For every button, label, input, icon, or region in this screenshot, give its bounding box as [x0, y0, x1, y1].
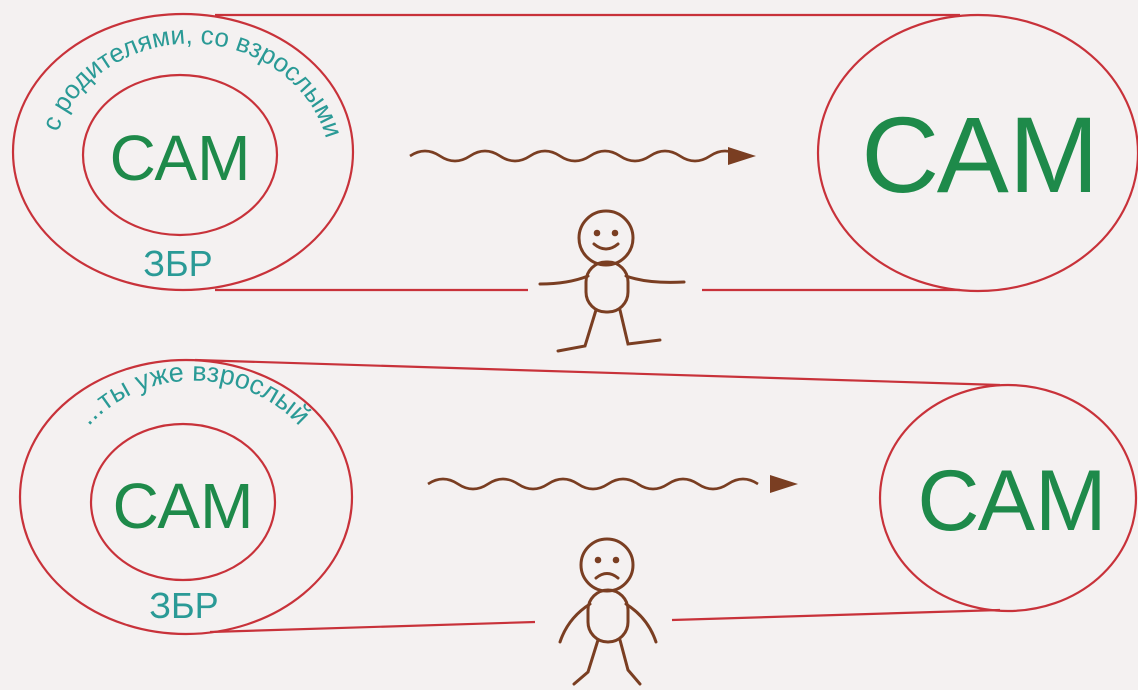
bottom-target-sam-label: САМ: [917, 453, 1106, 549]
bottom-connector-upper: [195, 360, 1000, 385]
bottom-panel: САМ ЗБР ...ты уже взрослый САМ: [20, 356, 1136, 684]
top-inner-sam-label: САМ: [110, 122, 251, 194]
wavy-arrow-icon: [410, 147, 756, 165]
top-target-sam-label: САМ: [861, 94, 1099, 215]
bottom-connector-lower-left: [210, 622, 535, 632]
bottom-zbr-label: ЗБР: [149, 585, 218, 626]
bottom-arc-caption: ...ты уже взрослый: [71, 356, 316, 430]
happy-stick-figure-icon: [540, 211, 684, 351]
top-zbr-label: ЗБР: [143, 243, 212, 284]
top-panel: САМ ЗБР с родителями, со взрослыми САМ: [13, 14, 1138, 351]
bottom-arc-caption-text: ...ты уже взрослый: [71, 356, 316, 430]
wavy-arrow-icon: [428, 475, 798, 493]
bottom-connector-lower-right: [672, 610, 1000, 620]
bottom-inner-sam-label: САМ: [113, 470, 254, 542]
sad-stick-figure-icon: [560, 539, 656, 684]
